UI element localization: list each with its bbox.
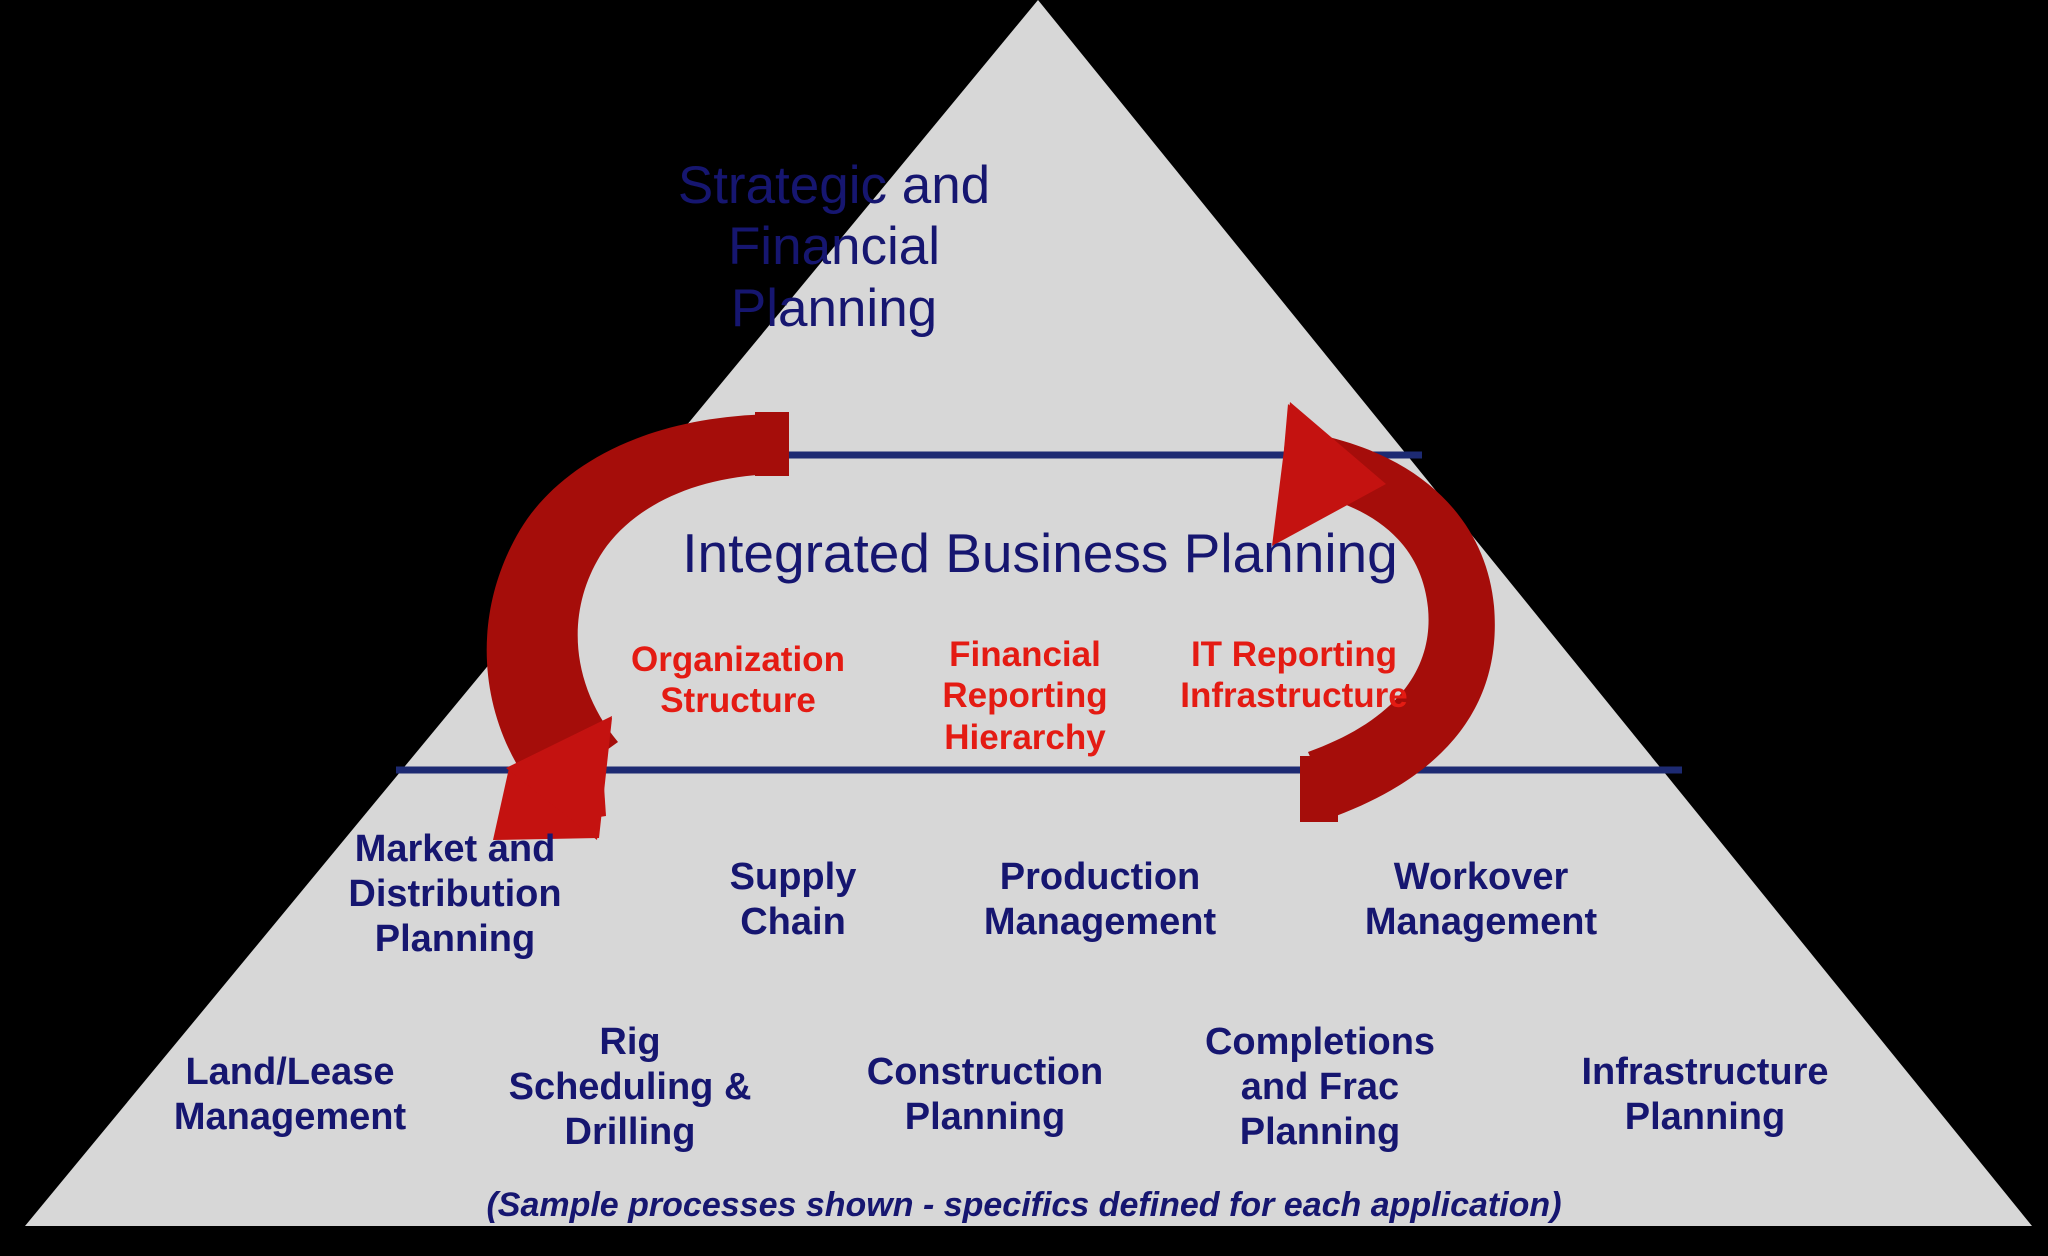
process-infrastructure-planning: Infrastructure Planning (1581, 1051, 1829, 1138)
process-production-management: Production Management (983, 856, 1217, 943)
process-completions-and-frac-planning: Completions and Frac Planning (1204, 1021, 1436, 1153)
enabler-financial-reporting-hierarchy: Financial Reporting Hierarchy (942, 635, 1108, 757)
process-supply-chain: Supply Chain (729, 856, 857, 943)
process-land-lease-management: Land/Lease Management (173, 1051, 407, 1138)
footnote-sample-processes: (Sample processes shown - specifics defi… (486, 1186, 1562, 1224)
pyramid-shape (25, 0, 2032, 1226)
down-right-cycle-arrow (486, 412, 789, 840)
process-workover-management: Workover Management (1364, 856, 1598, 943)
process-rig-scheduling-and-drilling: Rig Scheduling & Drilling (508, 1021, 752, 1153)
up-left-cycle-arrow (1272, 402, 1495, 822)
process-construction-planning: Construction Planning (866, 1051, 1104, 1138)
enabler-organization-structure: Organization Structure (631, 640, 845, 721)
enabler-it-reporting-infrastructure: IT Reporting Infrastructure (1180, 635, 1408, 716)
process-market-and-distribution-planning: Market and Distribution Planning (348, 828, 562, 960)
